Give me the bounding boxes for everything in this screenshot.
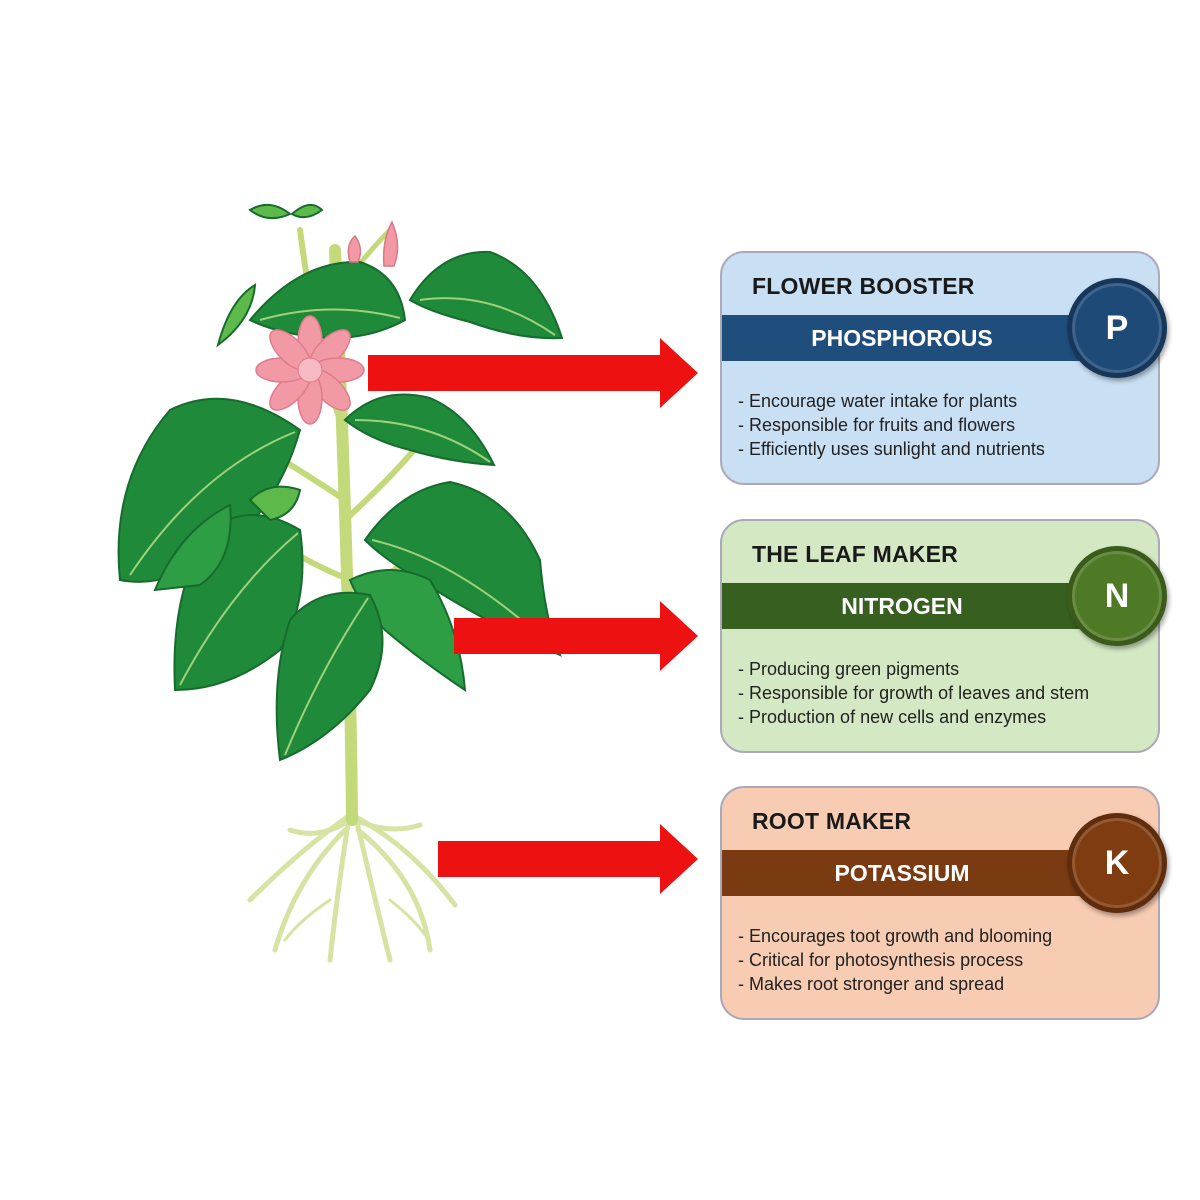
nutrient-band: NITROGEN (722, 583, 1082, 629)
benefit-item: Production of new cells and enzymes (738, 705, 1089, 729)
benefit-item: Efficiently uses sunlight and nutrients (738, 437, 1045, 461)
benefit-item: Encourage water intake for plants (738, 389, 1045, 413)
benefit-list: Encourage water intake for plants Respon… (738, 389, 1045, 461)
arrow-to-nitrogen (454, 601, 698, 671)
card-title: FLOWER BOOSTER (752, 273, 975, 299)
arrow-to-phosphorous (368, 338, 698, 408)
nutrient-symbol-badge: N (1067, 546, 1167, 646)
benefit-list: Encourages toot growth and blooming Crit… (738, 924, 1052, 996)
card-phosphorous: FLOWER BOOSTER PHOSPHOROUS P Encourage w… (720, 251, 1167, 485)
flower (255, 315, 365, 425)
card-nitrogen: THE LEAF MAKER NITROGEN N Producing gree… (720, 519, 1167, 753)
benefit-item: Critical for photosynthesis process (738, 948, 1052, 972)
benefit-item: Producing green pigments (738, 657, 1089, 681)
card-title: ROOT MAKER (752, 808, 912, 834)
nutrient-band: PHOSPHOROUS (722, 315, 1082, 361)
card-title: THE LEAF MAKER (752, 541, 958, 567)
benefit-item: Responsible for growth of leaves and ste… (738, 681, 1089, 705)
benefit-item: Makes root stronger and spread (738, 972, 1052, 996)
nutrient-symbol-badge: P (1067, 278, 1167, 378)
card-potassium: ROOT MAKER POTASSIUM K Encourages toot g… (720, 786, 1167, 1020)
nutrient-band: POTASSIUM (722, 850, 1082, 896)
nutrient-symbol-badge: K (1067, 813, 1167, 913)
flower-buds (347, 220, 399, 267)
benefit-item: Responsible for fruits and flowers (738, 413, 1045, 437)
benefit-list: Producing green pigments Responsible for… (738, 657, 1089, 729)
benefit-item: Encourages toot growth and blooming (738, 924, 1052, 948)
arrow-to-potassium (438, 824, 698, 894)
